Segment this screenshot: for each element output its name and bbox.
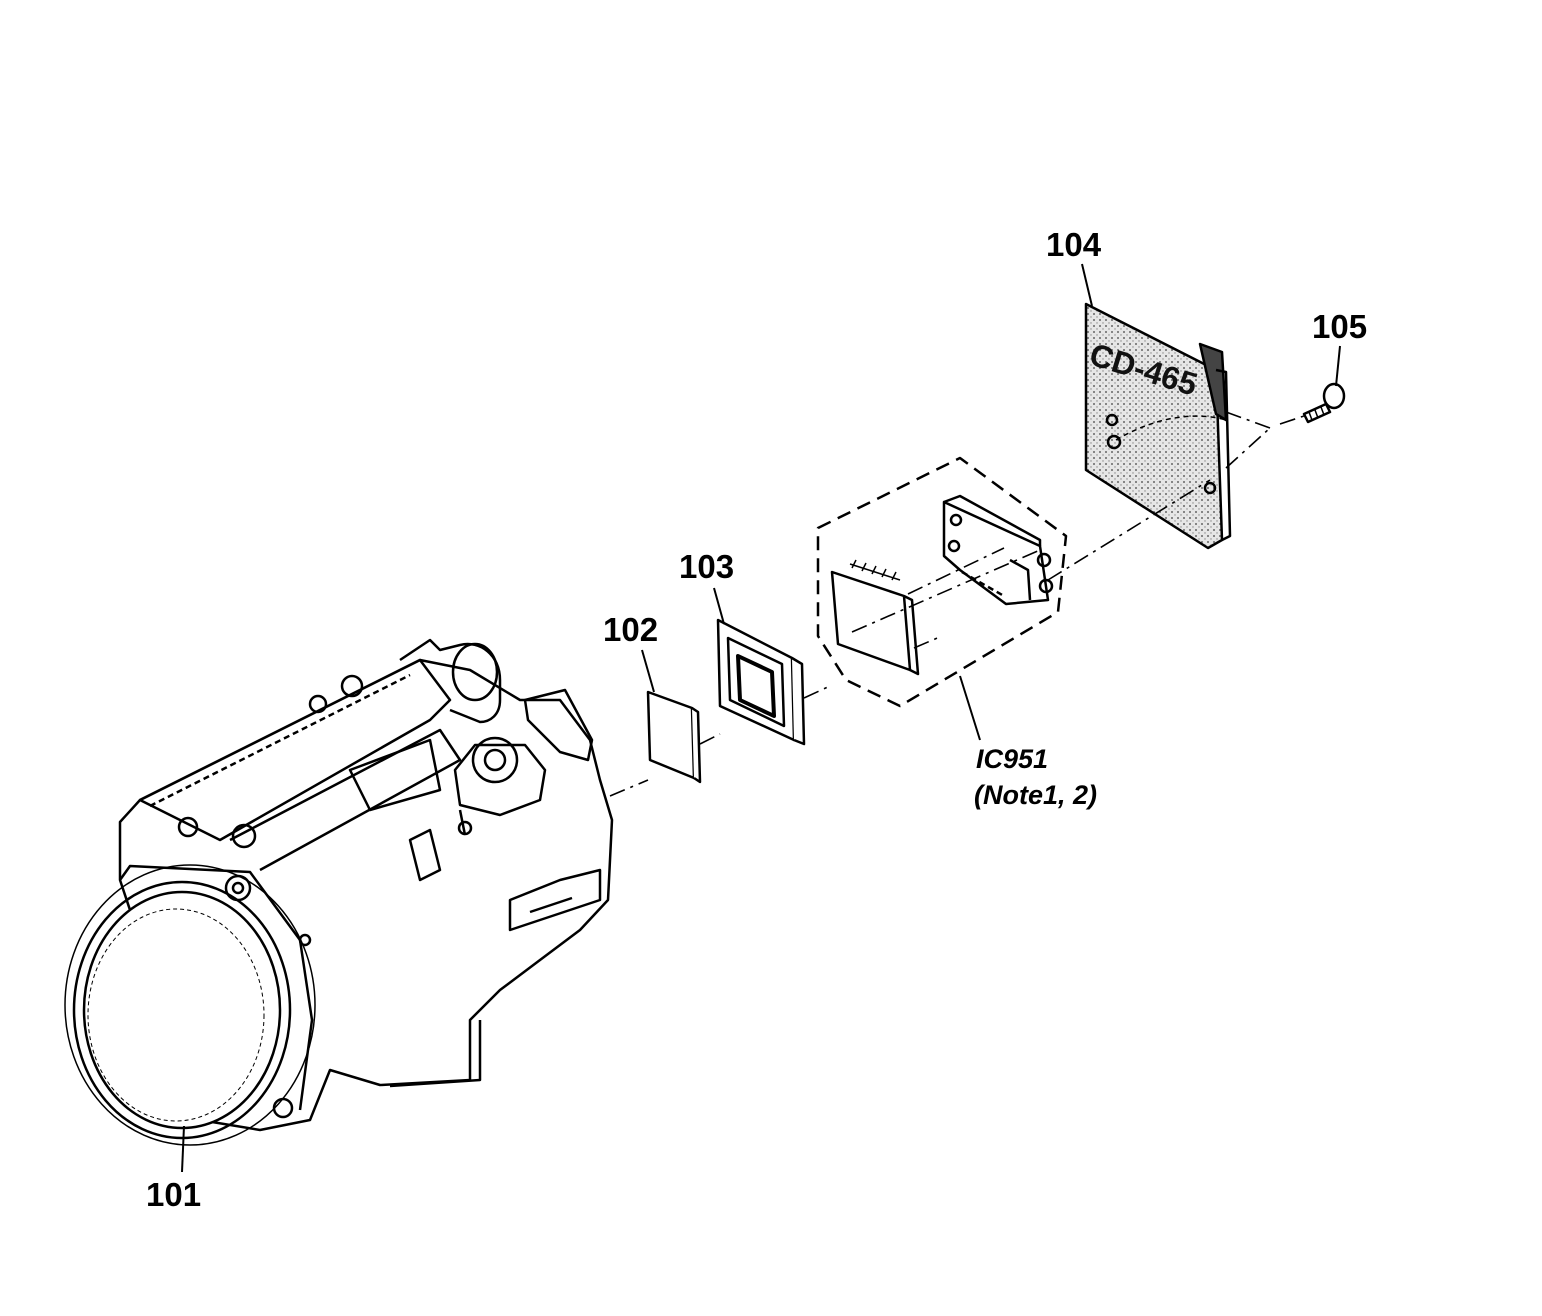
callout-102: 102 [603,611,659,648]
leader-101 [181,1125,185,1173]
part-103-ccd-frame [716,618,806,746]
lens-block-assembly [64,638,614,1146]
ic951-note: (Note1, 2) [974,780,1098,810]
leader-102 [641,649,655,693]
ic951-dashed-boundary [816,456,1068,708]
ic951-label: IC951 [976,744,1049,774]
callout-101: 101 [146,1176,202,1213]
callout-105: 105 [1312,308,1368,345]
part-102-optical-filter [646,690,702,784]
part-104-cd465-board [1084,302,1232,550]
ic951-group [816,456,1068,708]
assembly-centerlines [609,411,1305,797]
leader-ic951 [959,675,981,741]
leader-lines [181,263,1341,1173]
callout-104: 104 [1046,226,1102,263]
leader-105 [1335,345,1341,387]
part-105-screw [1302,382,1346,424]
leader-103 [713,587,725,625]
callout-103: 103 [679,548,735,585]
leader-104 [1081,263,1093,307]
